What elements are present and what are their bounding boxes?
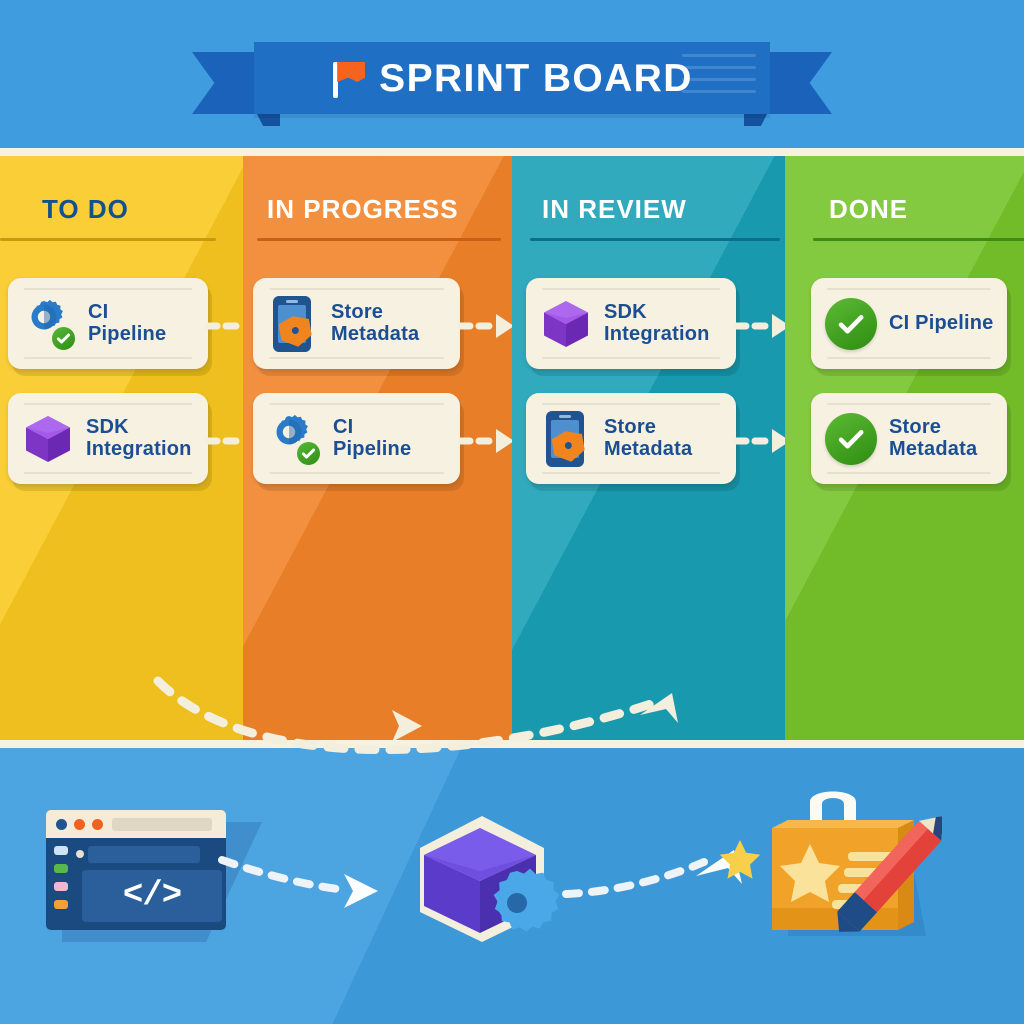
window-dot-3 [92,819,103,830]
window-dot-2 [74,819,85,830]
phone-tag-icon [540,410,592,467]
code-editor-icon: </> [46,810,262,942]
gear-check-icon [267,412,322,467]
flag-icon [331,58,366,98]
column-done: DONE CI Pipeline Store Metadata [785,156,1024,740]
column-title-in-progress: IN PROGRESS [267,194,459,224]
column-title-in-review: IN REVIEW [542,194,687,224]
column-title-todo: TO DO [42,194,129,224]
card-label: Store Metadata [889,415,978,460]
card-label: Store Metadata [604,415,693,460]
cube-icon [540,298,592,350]
editor-sidebar [54,846,68,922]
column-rule-todo [0,238,216,241]
gear-check-icon [22,297,77,352]
dashed-arrow-editor-to-cube [218,856,378,908]
page-title: SPRINT BOARD [379,56,693,100]
card-label: CI Pipeline [333,415,412,460]
dashed-sweep-arrow [153,676,678,754]
dashed-arrow-progress-to-review-2 [458,429,512,453]
window-dot-1 [56,819,67,830]
check-badge-icon [50,324,77,352]
card-done-ci-pipeline[interactable]: CI Pipeline [811,278,1007,369]
star-icon [719,840,761,879]
shopping-bag-pencil-icon [772,791,942,936]
column-in-progress: IN PROGRESS Store Metadata [243,156,512,740]
card-label: SDK Integration [604,300,710,345]
cube-gear-icon [420,816,560,942]
card-label: CI Pipeline [889,311,994,334]
code-glyph: </> [82,870,222,922]
ribbon-center: SPRINT BOARD [254,42,770,114]
editor-body: </> [46,838,226,930]
card-todo-ci-pipeline[interactable]: CI Pipeline [8,278,208,369]
dashed-arrow-progress-to-review-1 [458,314,512,338]
phone-tag-icon [267,295,319,352]
cube-icon [22,413,74,465]
column-rule-in-progress [257,238,501,241]
dashed-arrow-review-to-done-2 [734,429,785,453]
card-review-store-metadata[interactable]: Store Metadata [526,393,736,484]
check-badge-icon [295,439,322,467]
card-progress-store-metadata[interactable]: Store Metadata [253,278,460,369]
card-todo-sdk-integration[interactable]: SDK Integration [8,393,208,484]
editor-titlebar [46,810,226,838]
card-label: CI Pipeline [88,300,167,345]
address-bar [112,818,212,831]
green-check-icon [825,297,877,350]
card-done-store-metadata[interactable]: Store Metadata [811,393,1007,484]
dashed-arrow-todo-to-progress-1 [205,322,243,330]
green-check-icon [825,412,877,465]
card-review-sdk-integration[interactable]: SDK Integration [526,278,736,369]
kanban-board: TO DO CI [0,148,1024,754]
banner-ribbon: SPRINT BOARD [192,42,832,126]
card-progress-ci-pipeline[interactable]: CI Pipeline [253,393,460,484]
card-label: Store Metadata [331,300,420,345]
card-label: SDK Integration [86,415,192,460]
column-title-done: DONE [829,194,909,224]
column-rule-in-review [530,238,780,241]
ribbon-texture-lines [682,54,756,102]
dashed-arrow-review-to-done-1 [734,314,785,338]
dashed-arrow-todo-to-progress-2 [205,437,243,445]
column-rule-done [813,238,1024,241]
column-todo: TO DO CI [0,156,243,740]
column-in-review: IN REVIEW SDK Integration [512,156,785,740]
